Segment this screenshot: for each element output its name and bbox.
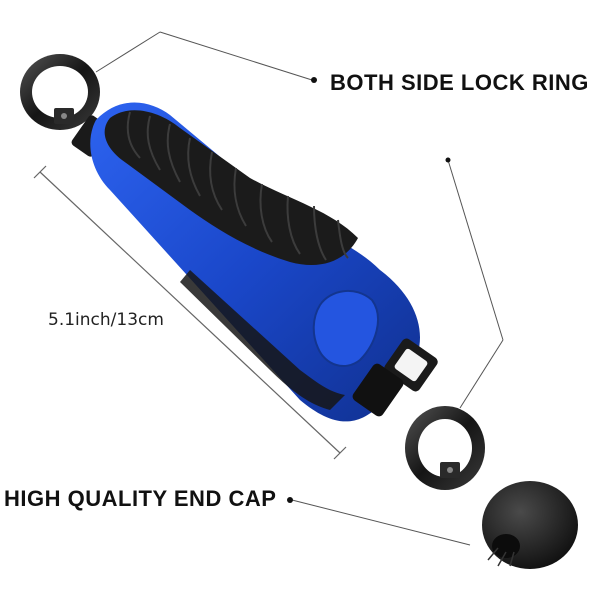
end-cap (482, 481, 578, 569)
leader-lines (95, 31, 504, 546)
bullet-dot-icon (311, 77, 317, 83)
lock-ring-callout-label: BOTH SIDE LOCK RING (330, 70, 589, 95)
measure-line-icon (33, 165, 347, 460)
length-dimension-label: 5.1inch/13cm (48, 310, 164, 330)
leader-line-ring-bottom-b (459, 339, 504, 409)
handlebar-grip (71, 102, 438, 422)
leader-line-ring-top-a (95, 31, 161, 73)
lock-ring-bottom (405, 406, 485, 490)
bullet-dot-icon (445, 157, 451, 163)
leader-line-ring-top-b (159, 31, 313, 81)
leader-line-ring-bottom-a (447, 159, 504, 341)
lock-ring-top (20, 54, 100, 130)
bullet-dot-icon (287, 497, 293, 503)
leader-line-end-cap (291, 499, 471, 546)
end-cap-callout-label: HIGH QUALITY END CAP (4, 486, 277, 511)
